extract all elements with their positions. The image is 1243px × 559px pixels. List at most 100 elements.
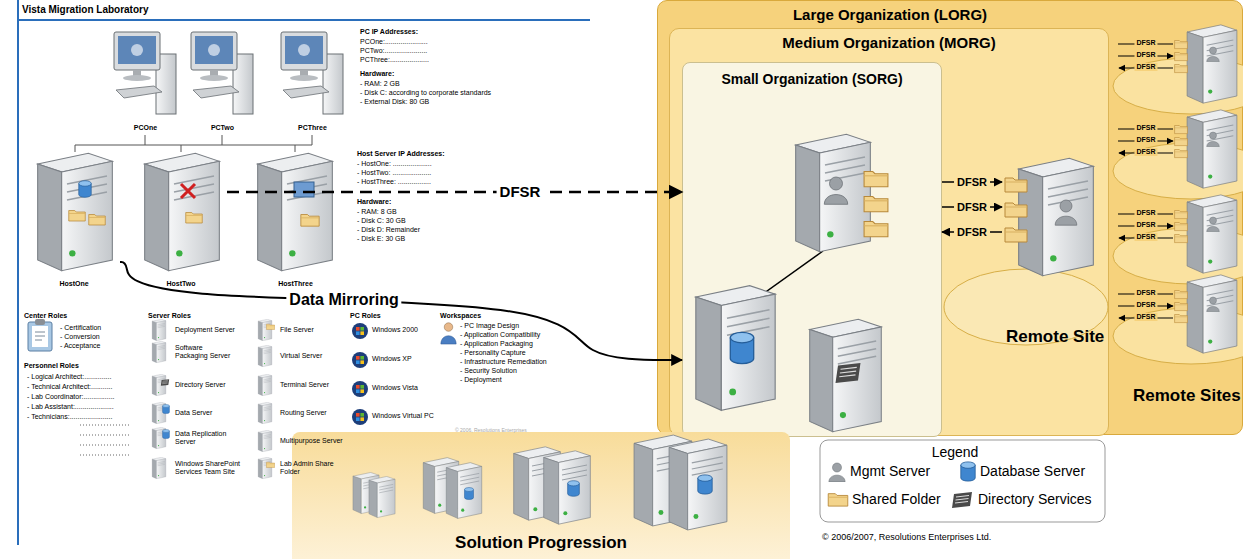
node-label: PCTwo	[211, 124, 234, 132]
label-box: DFSR	[1134, 209, 1157, 217]
note-text: - HostThree: .................	[357, 178, 431, 186]
label-box: PC IP Addresses:	[360, 28, 418, 36]
flow-label: DFSR	[1134, 233, 1157, 241]
label-box: Hardware:	[360, 70, 394, 78]
note-text: - Certification	[60, 324, 101, 332]
label-box: - Lab Assistant:....................	[27, 403, 114, 411]
flow-label: DFSR	[1134, 313, 1157, 321]
flow-label: DFSR	[1134, 63, 1157, 71]
label-box: © 2006, Resolutions Enterprises	[455, 428, 527, 434]
pc-role-icons-part	[352, 323, 368, 339]
legend-entry: Database Server	[980, 463, 1085, 479]
label-box: Software Packaging Server	[175, 344, 237, 360]
region-label: Remote Sites	[1133, 386, 1241, 406]
label-box: - RAM: 2 GB	[360, 80, 400, 88]
host-picture-part	[181, 184, 195, 198]
label-box: DFSR	[1134, 51, 1157, 59]
note-text: Workspaces	[440, 312, 481, 320]
connector-label-box: DFSR	[954, 201, 990, 214]
note-text: - Security Solution	[460, 367, 517, 375]
flow-connector	[227, 191, 682, 194]
blank-line	[80, 425, 130, 455]
connector-label: DFSR	[954, 176, 990, 189]
legend-text: Shared Folder	[852, 491, 941, 507]
label-box: Virtual Server	[280, 352, 322, 360]
label-box: Center Roles	[24, 312, 67, 320]
note-text: Windows Virtual PC	[372, 412, 434, 420]
sorg-servers	[683, 63, 943, 438]
pc-node: PCThree	[275, 28, 350, 132]
label-box: - Security Solution	[460, 367, 517, 375]
remote-sites-picture-part	[1113, 195, 1243, 284]
label-box: Data Replication Server	[175, 430, 237, 446]
organization-region: Medium Organization (MORG) Small Organiz…	[669, 28, 1109, 436]
note-text: Hardware:	[360, 70, 394, 78]
note-text: - HostOne: ....................	[357, 160, 432, 168]
server-role-icons-part	[258, 430, 272, 452]
sorg-servers-part	[864, 172, 888, 187]
note-text: - Application Packaging	[460, 340, 533, 348]
label-box: - Acceptance	[60, 342, 100, 350]
label-box: - Lab Coordinator:................	[27, 393, 115, 401]
host-picture-part	[301, 215, 319, 227]
sorg-servers-part	[810, 319, 882, 431]
host-node: HostThree	[248, 152, 343, 288]
note-text: - HostTwo: ....................	[357, 169, 431, 177]
note-text: Hardware:	[357, 198, 391, 206]
organization-region: Small Organization (SORG)	[682, 62, 942, 437]
note-text: - Conversion	[60, 333, 100, 341]
pc-picture	[275, 28, 350, 132]
note-text: Server Roles	[148, 312, 191, 320]
host-picture-part	[258, 153, 333, 270]
remote-site-picture-part	[1019, 158, 1094, 275]
note-text: - Lab Coordinator:................	[27, 393, 115, 401]
pc-role-icons-part	[352, 409, 368, 425]
note-text: Multipurpose Server	[280, 437, 343, 445]
pc-picture	[185, 28, 260, 132]
note-text: Lab Admin Share Folder	[280, 460, 338, 476]
server-role-icons-part	[163, 429, 170, 438]
label-box: DFSR	[1134, 233, 1157, 241]
remote-site-picture-part	[1005, 228, 1027, 242]
legend-entry: Directory Services	[978, 491, 1092, 507]
label-box: DFSR	[1134, 124, 1157, 132]
label-box: - Logical Architect:..............	[27, 373, 111, 381]
flow-connector	[120, 262, 682, 360]
label-box: - Disk C: according to corporate standar…	[360, 89, 491, 97]
label-box: - Technical Architect:...........	[27, 383, 112, 391]
note-text: Personnel Roles	[24, 362, 79, 370]
server-role-icons-part	[161, 379, 169, 386]
legend-directory-icon	[952, 492, 972, 508]
flow-label: DFSR	[1134, 124, 1157, 132]
flow-label: DFSR	[1134, 39, 1157, 47]
label-box: DFSR	[1134, 221, 1157, 229]
sorg-servers-part	[864, 197, 888, 212]
label-box: - Certification	[60, 324, 101, 332]
flow-label: DFSR	[1134, 209, 1157, 217]
note-text: - External Disk: 80 GB	[360, 98, 429, 106]
label-box: PCTwo:......................	[360, 47, 427, 55]
legend-entry: Shared Folder	[852, 491, 941, 507]
sorg-servers-part	[836, 363, 861, 383]
copyright-note: © 2006/2007, Resolutions Enterprises Ltd…	[822, 532, 991, 542]
server-role-icons-part	[152, 319, 166, 341]
label-box: Personnel Roles	[24, 362, 79, 370]
note-text: - Lab Assistant:....................	[27, 403, 114, 411]
connector-label: DFSR	[954, 226, 990, 239]
legend-text: Mgmt Server	[850, 463, 930, 479]
server-role-icons-part	[258, 374, 272, 396]
label-box: - Disk C: 30 GB	[357, 217, 406, 225]
label-box: Host Server IP Addresses:	[357, 150, 445, 158]
label-box: Terminal Server	[280, 381, 329, 389]
server-role-icons-part	[258, 402, 272, 424]
label-box: - Deployment	[460, 376, 502, 384]
node-label: Small Organization (SORG)	[721, 71, 902, 87]
watermark: © 2006, Resolutions Enterprises	[455, 428, 527, 434]
node-label: HostOne	[59, 280, 88, 288]
label-box: Remote Sites	[1133, 386, 1241, 406]
label-box: Deployment Server	[175, 326, 235, 334]
node-label: HostTwo	[166, 280, 195, 288]
legend-mgmt-icon	[829, 463, 845, 482]
flow-label: DFSR	[1134, 51, 1157, 59]
server-role-icons-part	[163, 404, 170, 413]
